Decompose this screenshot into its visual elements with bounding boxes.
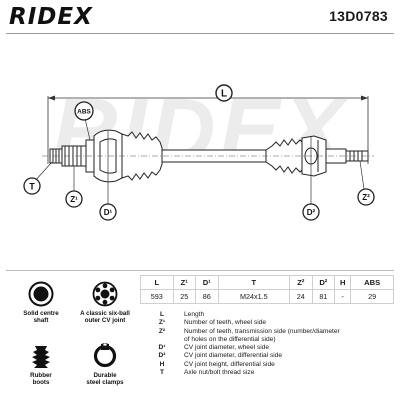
spec-value-cell: 593: [140, 289, 174, 304]
feature-label-line1: Solid centre: [23, 310, 59, 317]
length-badge-text: L: [221, 89, 227, 100]
feature-label-line2: steel clamps: [86, 379, 124, 387]
d1-badge: [99, 203, 117, 221]
abs-badge: [74, 101, 94, 121]
six-ball-joint-icon: [92, 281, 118, 307]
z2-badge-text: Z²: [362, 193, 370, 202]
legend-key: L: [159, 311, 165, 318]
thread-badge: [23, 177, 41, 195]
feature-rubber-boots: Rubber boots: [6, 343, 76, 386]
info-panel: Solid centre shaft A classic six-ball ou…: [6, 270, 394, 394]
legend-key: D²: [158, 352, 166, 360]
steel-clamp-icon: [93, 343, 117, 368]
feature-label-line2: outer CV joint: [84, 317, 126, 325]
spec-header-cell: D²: [311, 275, 336, 290]
spec-header-cell: H: [334, 275, 352, 290]
thread-leader: [33, 161, 53, 183]
d2-badge: [302, 203, 320, 221]
spec-value-cell: 29: [350, 289, 394, 304]
legend-row: Z¹ Number of teeth, wheel side: [140, 319, 394, 327]
spec-value-cell: 81: [311, 289, 336, 304]
z1-badge: [65, 190, 83, 208]
feature-label-line1: Rubber: [30, 372, 52, 379]
brand-logo: RIDEX: [9, 4, 93, 30]
legend-row: D¹ CV joint diameter, wheel side: [140, 344, 394, 352]
legend-row: Z² Number of teeth, transmission side (n…: [140, 328, 394, 336]
legend-key: Z¹: [158, 319, 166, 327]
d2-badge-text: D²: [307, 208, 316, 217]
length-dimension: [47, 95, 369, 164]
legend-row: H CV joint height, differential side: [140, 361, 394, 369]
legend-text: CV joint height, differential side: [184, 360, 275, 368]
spec-value-cell: 86: [195, 289, 219, 304]
legend-key: Z²: [158, 327, 166, 335]
legend-row: L Length: [140, 311, 394, 319]
legend-text: Length: [184, 311, 205, 318]
legend-row: T Axle nut/bolt thread size: [140, 369, 394, 377]
length-badge: [215, 84, 233, 102]
feature-label-line2: shaft: [33, 317, 49, 325]
legend-text: Axle nut/bolt thread size: [184, 369, 255, 377]
legend-key: [140, 336, 184, 344]
legend-text: of holes on the differential side): [184, 335, 276, 343]
drive-shaft-drawing: RIDEX L: [23, 81, 375, 221]
spec-header-cell: ABS: [350, 275, 394, 290]
spec-table-header-row: L Z¹ D¹ T Z² D² H ABS: [140, 275, 394, 290]
spec-value-cell: 25: [172, 289, 197, 304]
feature-label-line1: A classic six-ball: [80, 310, 130, 317]
spec-legend: L Length Z¹ Number of teeth, wheel side …: [140, 311, 394, 377]
header: RIDEX 13D0783: [0, 0, 400, 34]
spec-header-cell: Z¹: [172, 275, 197, 290]
spec-value-cell: M24x1.5: [217, 289, 291, 304]
legend-text: Number of teeth, wheel side: [184, 319, 267, 327]
spec-value-cell: -: [334, 289, 352, 304]
legend-text: CV joint diameter, wheel side: [184, 344, 270, 352]
spec-table-value-row: 593 25 86 M24x1.5 24 81 - 29: [140, 289, 394, 304]
header-divider: [6, 33, 394, 34]
z2-badge: [357, 188, 375, 206]
feature-steel-clamps: Durable steel clamps: [70, 343, 140, 386]
rubber-boot-icon: [32, 346, 50, 368]
feature-label-line1: Durable: [93, 372, 117, 379]
spec-table: L Z¹ D¹ T Z² D² H ABS 593 25 86 M24x1.5 …: [140, 275, 394, 304]
z1-badge-text: Z¹: [70, 195, 78, 204]
part-number: 13D0783: [329, 8, 388, 24]
spec-header-cell: L: [140, 275, 174, 290]
spec-header-cell: T: [217, 275, 291, 290]
feature-solid-centre-shaft: Solid centre shaft: [6, 281, 76, 324]
legend-key: H: [159, 360, 165, 368]
legend-text: CV joint diameter, differential side: [184, 352, 283, 360]
legend-row: D² CV joint diameter, differential side: [140, 352, 394, 360]
feature-label-line2: boots: [32, 379, 50, 387]
d1-badge-text: D¹: [104, 208, 113, 217]
spec-value-cell: 24: [289, 289, 313, 304]
solid-centre-shaft-icon: [28, 281, 54, 307]
legend-row: of holes on the differential side): [140, 336, 394, 344]
z2-leader: [359, 160, 365, 190]
abs-badge-text: ABS: [77, 109, 91, 116]
spec-header-cell: Z²: [289, 275, 313, 290]
feature-six-ball-joint: A classic six-ball outer CV joint: [70, 281, 140, 324]
legend-text: Number of teeth, transmission side (numb…: [184, 327, 340, 335]
spec-header-cell: D¹: [195, 275, 219, 290]
legend-key: T: [159, 369, 165, 377]
legend-key: D¹: [158, 344, 166, 352]
thread-badge-text: T: [29, 182, 35, 192]
